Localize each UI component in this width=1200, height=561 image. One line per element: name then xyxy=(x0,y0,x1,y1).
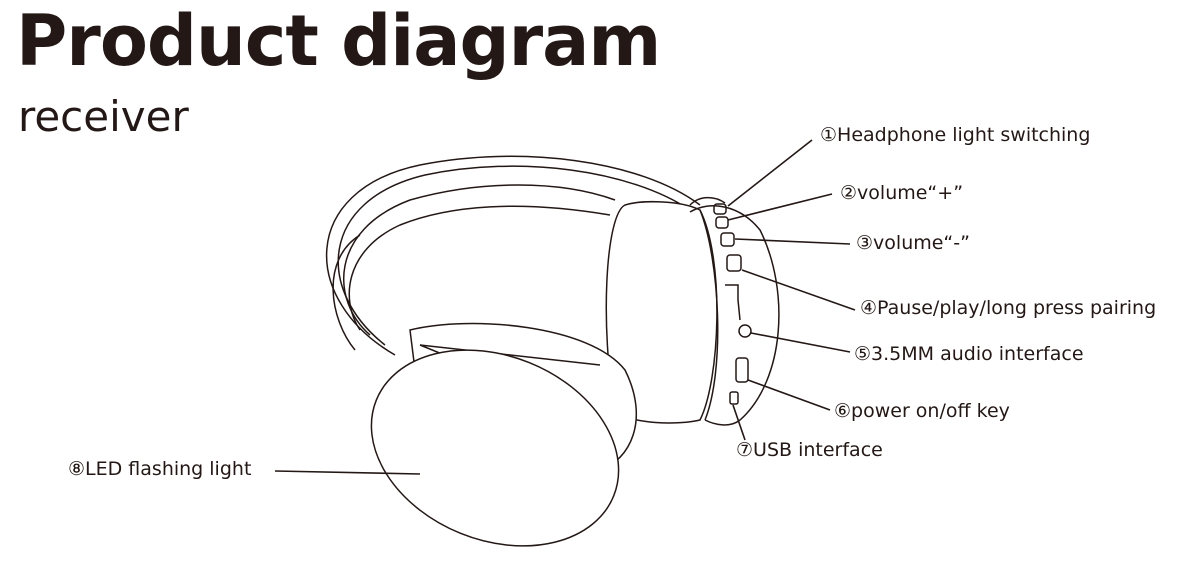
label-usb-interface: ⑦USB interface xyxy=(736,441,883,460)
label-power-key: ⑥power on/off key xyxy=(834,402,1010,421)
label-light-switching: ①Headphone light switching xyxy=(820,126,1090,145)
page-title: Product diagram xyxy=(16,0,661,82)
label-text: LED flashing light xyxy=(85,458,252,480)
right-ear-cup xyxy=(605,196,780,426)
label-text: USB interface xyxy=(753,439,883,461)
label-number: ⑧ xyxy=(68,458,86,480)
label-number: ② xyxy=(840,182,858,204)
leader-lines xyxy=(274,139,856,475)
label-number: ③ xyxy=(856,232,874,254)
label-text: 3.5MM audio interface xyxy=(871,343,1084,365)
label-number: ⑥ xyxy=(834,400,852,422)
page-subtitle: receiver xyxy=(18,92,189,141)
label-volume-down: ③volume“-” xyxy=(856,234,970,253)
label-number: ⑦ xyxy=(736,439,754,461)
label-text: Headphone light switching xyxy=(837,124,1091,146)
label-led-light: ⑧LED flashing light xyxy=(68,460,251,479)
left-ear-cup xyxy=(370,322,638,547)
label-number: ④ xyxy=(860,297,878,319)
label-text: volume“-” xyxy=(873,232,970,254)
label-text: Pause/play/long press pairing xyxy=(877,297,1157,319)
headband xyxy=(325,155,701,356)
label-number: ① xyxy=(820,124,838,146)
label-volume-up: ②volume“+” xyxy=(840,184,963,203)
label-number: ⑤ xyxy=(854,343,872,365)
label-text: power on/off key xyxy=(851,400,1010,422)
label-audio-interface: ⑤3.5MM audio interface xyxy=(854,345,1084,364)
label-text: volume“+” xyxy=(857,182,964,204)
label-pause-play: ④Pause/play/long press pairing xyxy=(860,299,1156,318)
